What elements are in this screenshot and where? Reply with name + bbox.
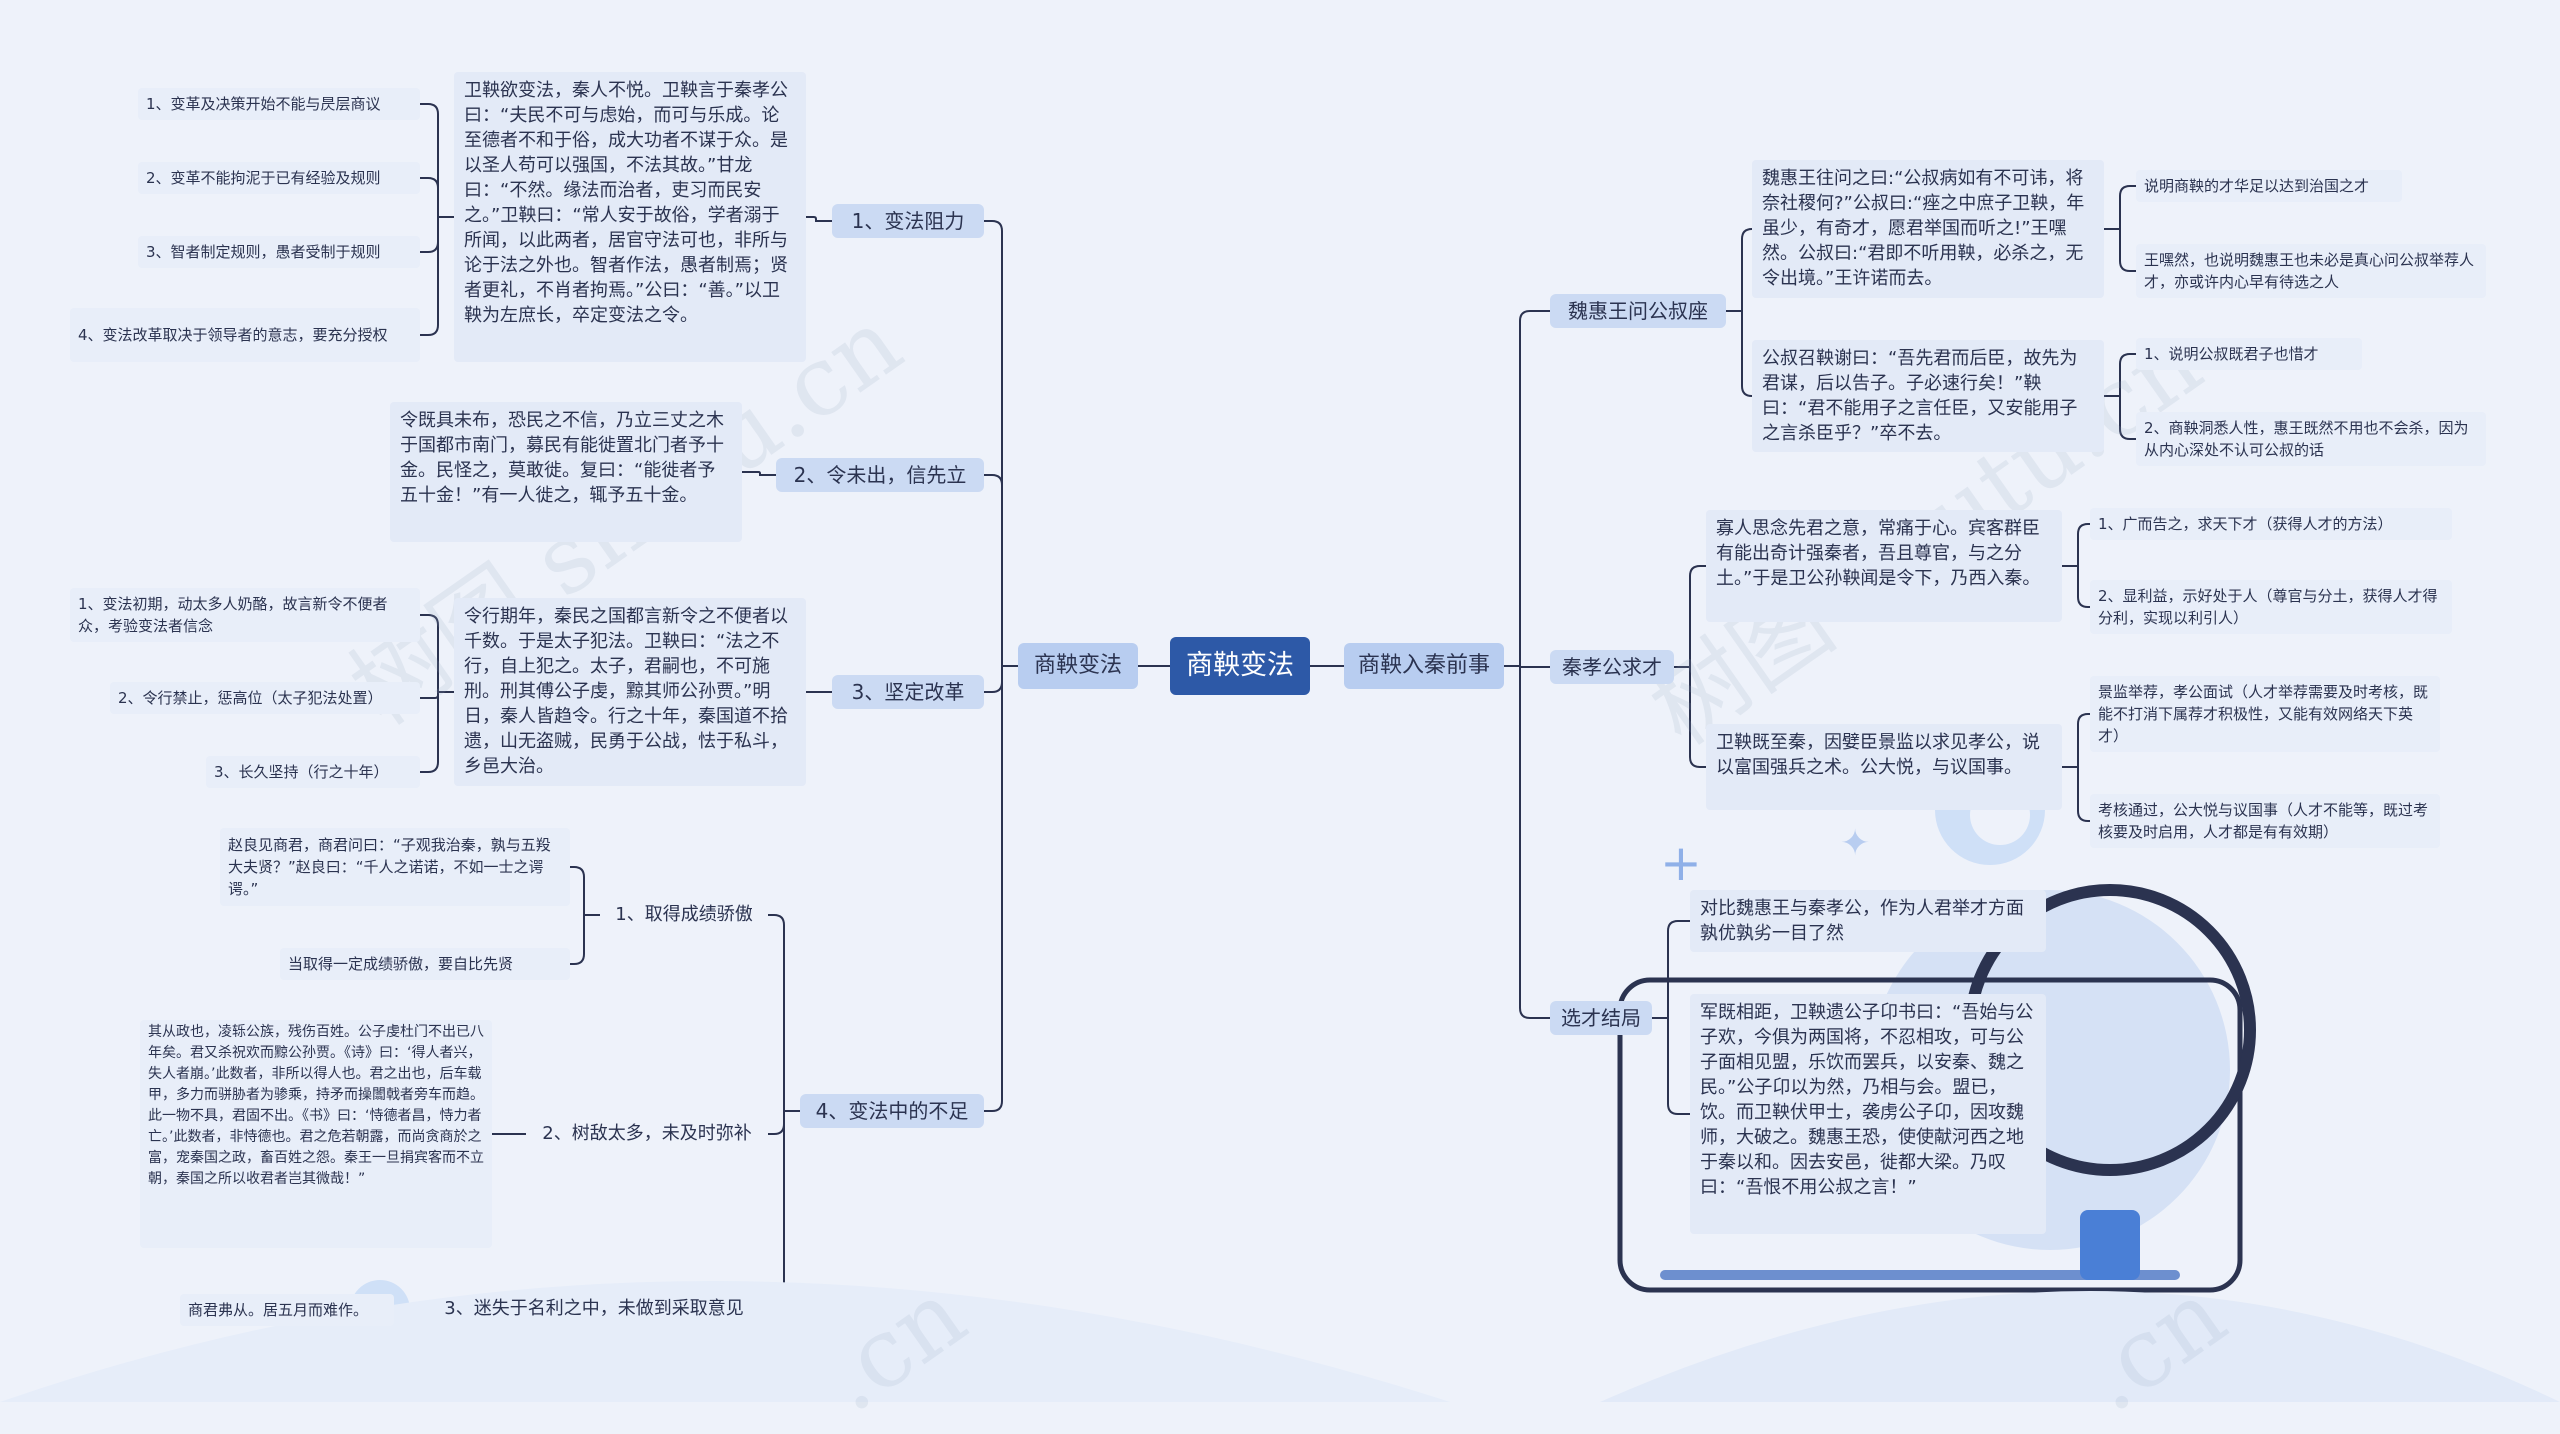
note-leaf: 赵良见商君，商君问曰：“子观我治秦，孰与五羖大夫贤？”赵良曰：“千人之诺诺，不如… [220,828,570,906]
note-leaf: 当取得一定成绩骄傲，要自比先贤 [280,948,570,980]
text-box: 对比魏惠王与秦孝公，作为人君举才方面孰优孰劣一目了然 [1690,890,2046,952]
note-leaf: 3、长久坚持（行之十年） [206,756,420,788]
connector [984,475,1018,666]
sub-branch[interactable]: 1、取得成绩骄傲 [600,898,768,932]
connector [1726,229,1752,311]
connector [2062,714,2090,767]
connector [570,867,600,915]
note-leaf: 商君弗从。居五月而难作。 [180,1294,394,1326]
note-leaf: 2、变革不能拘泥于已有经验及规则 [138,162,420,194]
connector [420,178,454,217]
connector [420,217,454,335]
note-leaf: 1、变革及决策开始不能与昃层商议 [138,88,420,120]
connector [420,615,454,692]
connector [768,1111,800,1309]
note-leaf: 1、变法初期，动太多人奶酪，故言新令不便者众，考验变法者信念 [70,588,420,642]
connector [1726,311,1752,396]
branch-qin[interactable]: 秦孝公求才 [1550,650,1674,684]
note-leaf: 说明商鞅的才华足以达到治国之才 [2136,170,2402,202]
connector [2062,524,2090,566]
branch-trust[interactable]: 2、令未出，信先立 [776,458,984,492]
connector [2062,767,2090,821]
text-box: 寡人思念先君之意，常痛于心。宾客群臣有能出奇计强秦者，吾且尊官，与之分土。”于是… [1706,510,2062,622]
connector [2104,186,2136,229]
right-main-node[interactable]: 商鞅入秦前事 [1344,643,1504,689]
connector [768,915,800,1111]
connector [1504,666,1550,1018]
note-leaf: 2、商鞅洞悉人性，惠王既然不用也不会杀，因为从内心深处不认可公叔的话 [2136,412,2486,466]
sub-branch[interactable]: 2、树敌太多，未及时弥补 [526,1117,768,1151]
note-leaf: 2、显利益，示好处于人（尊官与分土，获得人才得分利，实现以利引人） [2090,580,2452,634]
note-leaf: 1、说明公叔既君子也惜才 [2136,338,2362,370]
branch-result[interactable]: 选才结局 [1550,1001,1652,1035]
text-box: 卫鞅欲变法，秦人不悦。卫鞅言于秦孝公曰：“夫民不可与虑始，而可与乐成。论至德者不… [454,72,806,362]
text-box: 令既具未布，恐民之不信，乃立三丈之木于国都市南门，募民有能徙置北门者予十金。民怪… [390,402,742,542]
connector [984,666,1018,1111]
text-box: 魏惠王往问之曰:“公叔病如有不可讳，将奈社稷何?”公叔曰:“痤之中庶子卫鞅，年虽… [1752,160,2104,298]
note-leaf: 考核通过，公大悦与议国事（人才不能等，既过考核要及时启用，人才都是有有效期） [2090,794,2440,848]
connector [570,915,600,964]
text-box: 令行期年，秦民之国都言新令之不便者以千数。于是太子犯法。卫鞅曰：“法之不行，自上… [454,598,806,786]
connector [742,472,776,475]
text-box: 公叔召鞅谢曰：“吾先君而后臣，故先为君谋，后以告子。子必速行矣！”鞅曰：“君不能… [1752,340,2104,452]
note-leaf: 3、智者制定规则，愚者受制于规则 [138,236,420,268]
branch-wei[interactable]: 魏惠王问公叔座 [1550,294,1726,328]
connector [1674,566,1706,667]
branch-resistance[interactable]: 1、变法阻力 [832,204,984,238]
connector [806,217,832,221]
branch-reform[interactable]: 3、坚定改革 [832,675,984,709]
note-leaf: 2、令行禁止，惩高位（太子犯法处置） [110,682,420,714]
connector [2104,396,2136,439]
root-node[interactable]: 商鞅变法 [1170,637,1310,695]
connector [2104,229,2136,271]
connector [2062,566,2090,607]
connector [420,692,454,772]
branch-shortcomings[interactable]: 4、变法中的不足 [800,1094,984,1128]
note-leaf: 王嘿然，也说明魏惠王也未必是真心问公叔举荐人才，亦或许内心早有待选之人 [2136,244,2486,298]
connector [1674,667,1706,767]
note-leaf: 4、变法改革取决于领导者的意志，要充分授权 [70,308,420,362]
connector [1504,311,1550,666]
note-leaf: 1、广而告之，求天下才（获得人才的方法） [2090,508,2452,540]
text-box: 卫鞅既至秦，因嬖臣景监以求见孝公，说以富国强兵之术。公大悦，与议国事。 [1706,724,2062,810]
connector [2104,354,2136,396]
note-leaf: 其从政也，凌轹公族，残伤百姓。公子虔杜门不出已八年矣。君又杀祝欢而黥公孙贾。《诗… [140,1020,492,1248]
connector [1652,1018,1690,1114]
connector [1652,921,1690,1018]
note-leaf: 景监举荐，孝公面试（人才举荐需要及时考核，既能不打消下属荐才积极性，又能有效网络… [2090,676,2440,752]
sub-branch[interactable]: 3、迷失于名利之中，未做到采取意见 [420,1292,768,1326]
left-main-node[interactable]: 商鞅变法 [1018,643,1138,689]
text-box: 军既相距，卫鞅遗公子卬书曰：“吾始与公子欢，今俱为两国将，不忍相攻，可与公子面相… [1690,994,2046,1234]
